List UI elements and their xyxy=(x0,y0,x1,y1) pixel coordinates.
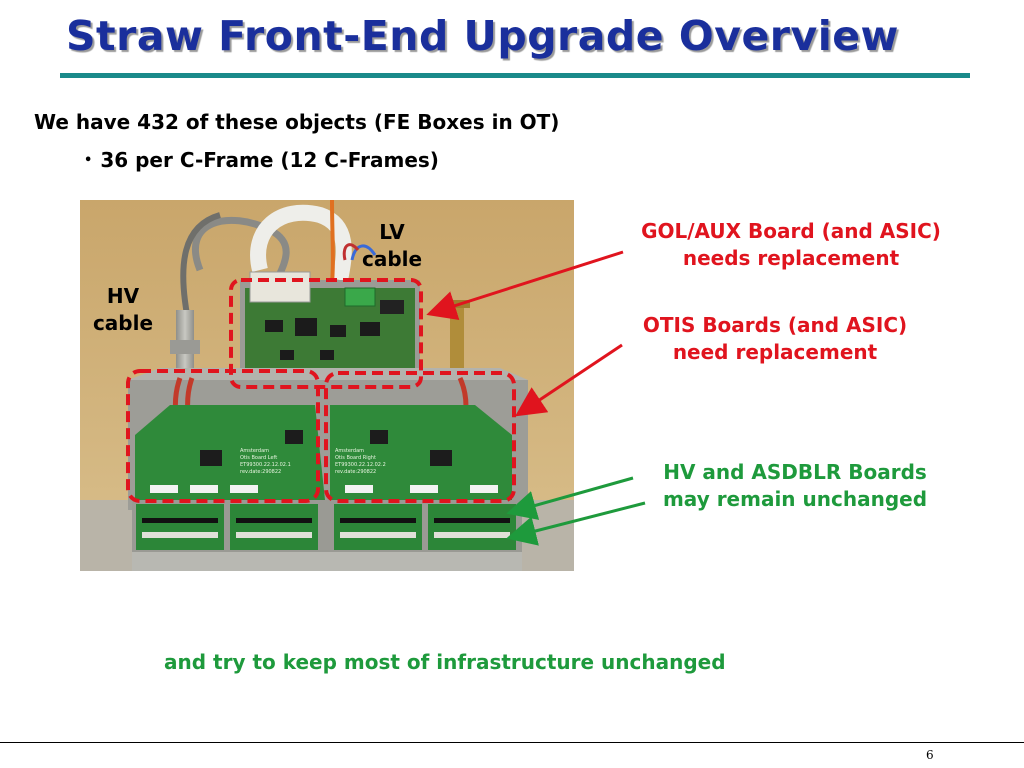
fe-box-photo: Amsterdam Otis Board Left ET99300.22.12.… xyxy=(80,200,574,571)
slide-title: Straw Front-End Upgrade Overview xyxy=(66,12,899,60)
hv-asdblr-label-line1: HV and ASDBLR Boards xyxy=(663,460,927,484)
title-underline xyxy=(60,73,970,78)
hv-cable-label: HV cable xyxy=(88,283,158,337)
lv-cable-label: LV cable xyxy=(362,219,422,273)
page-number: 6 xyxy=(926,748,934,762)
gol-aux-label-line2: needs replacement xyxy=(682,246,900,270)
left-board-text-2: Otis Board Left xyxy=(240,455,277,461)
otis-label-line2: need replacement xyxy=(672,340,878,364)
right-board-text-2: Otis Board Right xyxy=(335,455,376,461)
asdblr-board-3 xyxy=(334,504,422,550)
intro-text: We have 432 of these objects (FE Boxes i… xyxy=(34,110,560,134)
left-board-text-3: ET99300.22.12.02.1 xyxy=(240,462,291,468)
fe-box-illustration: Amsterdam Otis Board Left ET99300.22.12.… xyxy=(80,200,574,571)
gol-aux-label: GOL/AUX Board (and ASIC) needs replaceme… xyxy=(608,218,974,272)
lv-cable-label-line1: LV xyxy=(379,220,405,244)
otis-label-line1: OTIS Boards (and ASIC) xyxy=(642,313,908,337)
bullet-item: • 36 per C-Frame (12 C-Frames) xyxy=(84,148,439,172)
hv-cable-label-line2: cable xyxy=(92,311,154,335)
right-board-text-1: Amsterdam xyxy=(335,448,364,454)
hv-asdblr-label: HV and ASDBLR Boards may remain unchange… xyxy=(640,459,950,513)
lv-connector xyxy=(249,271,311,303)
green-terminal xyxy=(344,287,376,307)
hv-asdblr-label-line2: may remain unchanged xyxy=(662,487,928,511)
right-board-text-3: ET99300.22.12.02.2 xyxy=(335,462,386,468)
left-board-text-1: Amsterdam xyxy=(240,448,269,454)
hv-cable-wire-2 xyxy=(180,212,221,331)
right-post xyxy=(450,300,464,370)
left-board-text-4: rev.date:290822 xyxy=(240,469,281,475)
bullet-text: 36 per C-Frame (12 C-Frames) xyxy=(100,148,439,172)
closing-statement: and try to keep most of infrastructure u… xyxy=(164,650,726,674)
gol-aux-label-line1: GOL/AUX Board (and ASIC) xyxy=(641,219,941,243)
asdblr-board-4 xyxy=(428,504,516,550)
asdblr-board-2 xyxy=(230,504,318,550)
otis-label: OTIS Boards (and ASIC) need replacement xyxy=(610,312,940,366)
lv-cable-label-line2: cable xyxy=(362,247,423,271)
footer-rule xyxy=(0,742,1024,743)
asdblr-board-1 xyxy=(136,504,224,550)
bullet-dot-icon: • xyxy=(84,153,93,168)
hv-cable-label-line1: HV xyxy=(106,284,140,308)
right-board-text-4: rev.date:290822 xyxy=(335,469,376,475)
